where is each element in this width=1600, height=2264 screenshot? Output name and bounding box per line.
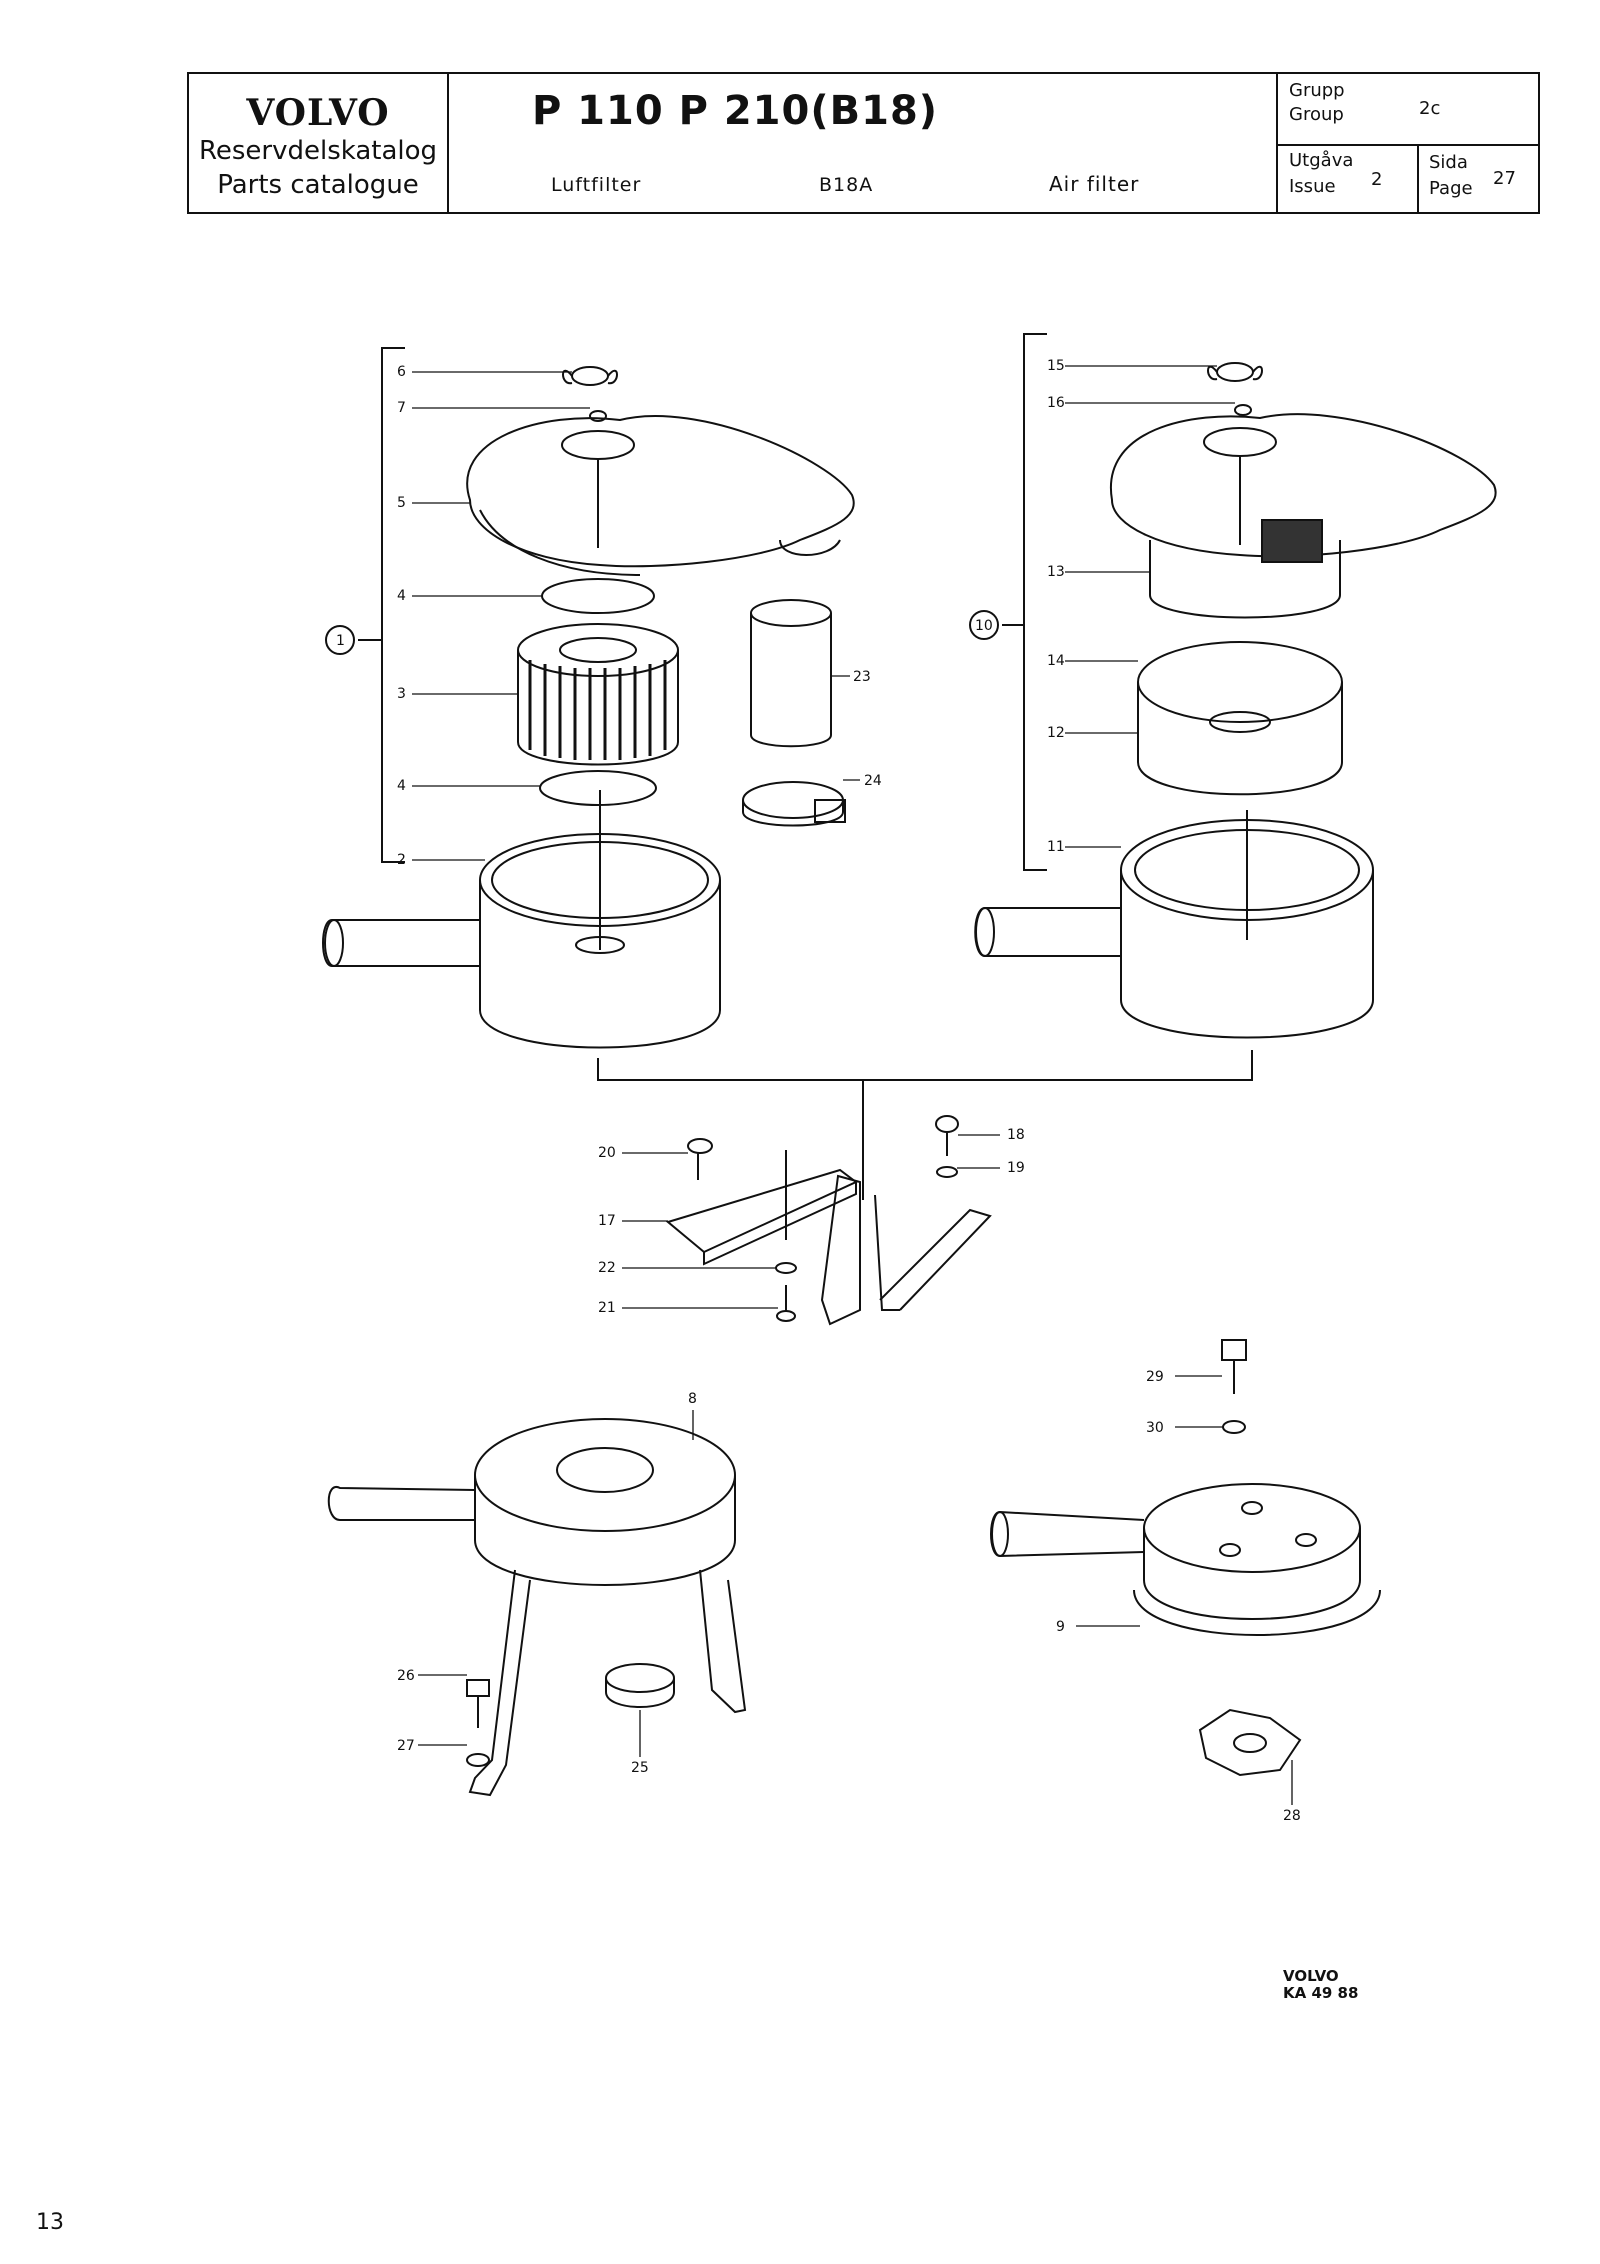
drawing-reference-brand: VOLVO xyxy=(1283,1967,1339,1985)
bolt-icon xyxy=(687,1138,713,1180)
callout-13: 13 xyxy=(1047,564,1065,580)
drawing-reference-number: KA 49 88 xyxy=(1283,1984,1359,2002)
callout-circle xyxy=(969,610,999,640)
catalogue-title-en: Parts catalogue xyxy=(217,170,419,200)
bolt-icon xyxy=(935,1115,959,1178)
page-label-en: Page xyxy=(1429,178,1473,199)
issue-label-en: Issue xyxy=(1289,176,1336,197)
callout-26: 26 xyxy=(397,1668,415,1684)
connector-line xyxy=(597,1050,1253,1081)
issue-value: 2 xyxy=(1371,169,1383,190)
page-number: 13 xyxy=(36,2210,64,2235)
divider xyxy=(447,74,449,212)
callout-28: 28 xyxy=(1283,1808,1301,1824)
callout-11: 11 xyxy=(1047,839,1065,855)
description-en: Air filter xyxy=(1049,172,1140,196)
callout-23: 23 xyxy=(853,669,871,685)
drawing-reference: VOLVO KA 49 88 xyxy=(1283,1968,1358,2002)
group-label-sv: Grupp xyxy=(1289,80,1345,101)
callout-9: 9 xyxy=(1056,1619,1065,1635)
callout-19: 19 xyxy=(1007,1160,1025,1176)
page-label-sv: Sida xyxy=(1429,152,1468,173)
hose-clamp-icon xyxy=(742,781,846,827)
callout-27: 27 xyxy=(397,1738,415,1754)
brand-logo: VOLVO xyxy=(246,92,390,134)
callout-5: 5 xyxy=(397,495,406,511)
page-value: 27 xyxy=(1493,168,1516,189)
gasket-ring-icon xyxy=(539,770,657,806)
filter-housing-icon xyxy=(322,790,721,1049)
callout-15: 15 xyxy=(1047,358,1065,374)
group-label-en: Group xyxy=(1289,104,1344,125)
filter-element-icon xyxy=(517,623,679,766)
washer-icon xyxy=(775,1262,797,1274)
callout-22: 22 xyxy=(598,1260,616,1276)
assembly-bracket xyxy=(381,347,405,863)
engine-code: B18A xyxy=(819,174,874,196)
oil-bath-air-cleaner-icon xyxy=(327,1418,747,1797)
callout-4: 4 xyxy=(397,588,406,604)
callout-12: 12 xyxy=(1047,725,1065,741)
callout-17: 17 xyxy=(598,1213,616,1229)
callout-1: 1 xyxy=(336,633,345,649)
callout-30: 30 xyxy=(1146,1420,1164,1436)
callout-18: 18 xyxy=(1007,1127,1025,1143)
description-sv: Luftfilter xyxy=(551,174,642,196)
callout-25: 25 xyxy=(631,1760,649,1776)
divider xyxy=(1276,144,1538,146)
air-filter-cover-icon xyxy=(466,415,855,576)
title-block: VOLVO Reservdelskatalog Parts catalogue … xyxy=(187,72,1540,214)
callout-24: 24 xyxy=(864,773,882,789)
screw-icon xyxy=(776,1285,796,1322)
callout-21: 21 xyxy=(598,1300,616,1316)
callout-6: 6 xyxy=(397,364,406,380)
wing-nut-icon xyxy=(562,366,618,422)
callout-circle xyxy=(325,625,355,655)
callout-16: 16 xyxy=(1047,395,1065,411)
assembly-bracket xyxy=(1023,333,1047,871)
gasket-ring-icon xyxy=(541,578,655,614)
callout-14: 14 xyxy=(1047,653,1065,669)
callout-4b: 4 xyxy=(397,778,406,794)
model-designation: P 110 P 210(B18) xyxy=(531,88,939,134)
issue-label-sv: Utgåva xyxy=(1289,150,1354,171)
divider xyxy=(1276,74,1278,212)
round-air-cleaner-icon xyxy=(990,1483,1381,1636)
callout-10: 10 xyxy=(975,618,993,634)
hose-icon xyxy=(750,599,832,748)
bolt-icon xyxy=(1221,1339,1247,1434)
callout-7: 7 xyxy=(397,400,406,416)
catalogue-title-sv: Reservdelskatalog xyxy=(198,136,438,166)
callout-20: 20 xyxy=(598,1145,616,1161)
callout-3: 3 xyxy=(397,686,406,702)
air-filter-cover-icon xyxy=(1109,413,1497,619)
callout-2: 2 xyxy=(397,852,406,868)
bolt-icon xyxy=(466,1679,490,1767)
leader-lines xyxy=(412,365,1293,1805)
filter-bowl-icon xyxy=(1137,641,1343,796)
callout-8: 8 xyxy=(688,1391,697,1407)
gasket-icon xyxy=(1198,1708,1302,1777)
group-value: 2c xyxy=(1419,98,1441,119)
mounting-bracket-icon xyxy=(665,1150,992,1326)
wing-nut-icon xyxy=(1207,362,1263,416)
filter-housing-icon xyxy=(974,810,1374,1039)
callout-29: 29 xyxy=(1146,1369,1164,1385)
callout-labels: 1 2 3 4 4 5 6 7 10 11 12 13 14 15 16 17 … xyxy=(336,358,1301,1824)
divider xyxy=(1417,144,1419,212)
